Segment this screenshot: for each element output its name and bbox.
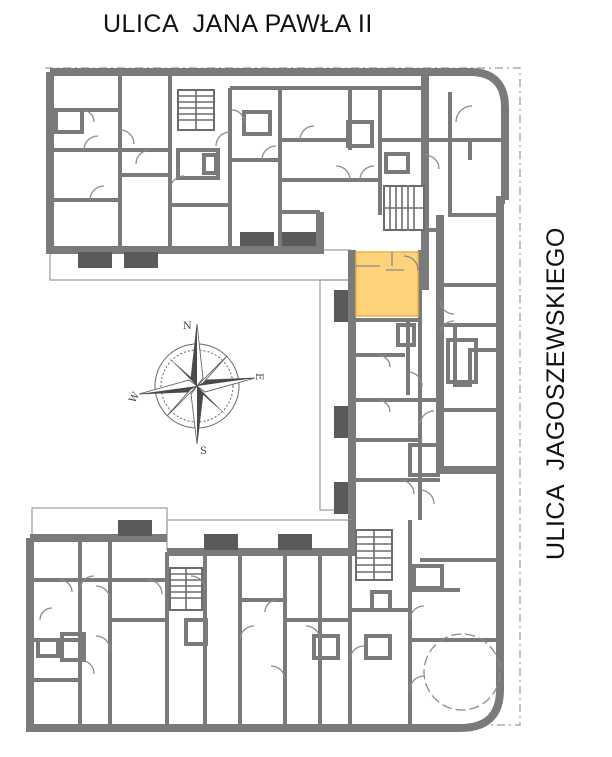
balcony [204,534,238,550]
balcony [124,252,158,268]
street-label-jana-pawla: ULICA JANA PAWŁA II [103,10,373,38]
north-storage [54,108,84,134]
east-bathroom [446,338,478,384]
corner-staircase [383,185,425,231]
compass-west-label: W [128,390,143,405]
south-wc [60,632,86,662]
balcony [334,290,348,322]
east-bathroom [408,443,440,477]
site-boundary [30,67,521,726]
north-wc [242,110,272,136]
south-lift [184,618,208,646]
balcony [118,520,152,536]
south-closet [36,638,60,658]
compass-north-label: N [183,321,192,332]
balcony [278,534,312,550]
balcony [78,252,112,268]
east-wing [319,196,505,520]
southeast-lift [370,590,392,612]
north-shaft [384,152,410,174]
highlighted-apartment-outline [356,252,419,271]
east-shaft [396,323,416,347]
north-closet [346,120,374,148]
balcony [282,232,316,246]
balcony [240,232,274,246]
south-bathroom [364,634,392,660]
balcony [334,482,348,514]
south-terrace-strip-2 [166,519,353,551]
corner-rotunda [423,633,501,711]
balcony [334,406,348,438]
southeast-staircase [355,529,393,581]
north-staircase [177,89,215,131]
compass-east-label: E [253,373,264,380]
north-lift [202,153,218,175]
south-storage [412,564,444,590]
south-staircase [169,567,203,611]
compass-south-label: S [200,446,207,457]
compass-rose: N S E W [128,321,264,457]
south-bathroom [312,634,340,660]
highlighted-apartment[interactable] [355,251,419,317]
south-wing [26,470,504,732]
